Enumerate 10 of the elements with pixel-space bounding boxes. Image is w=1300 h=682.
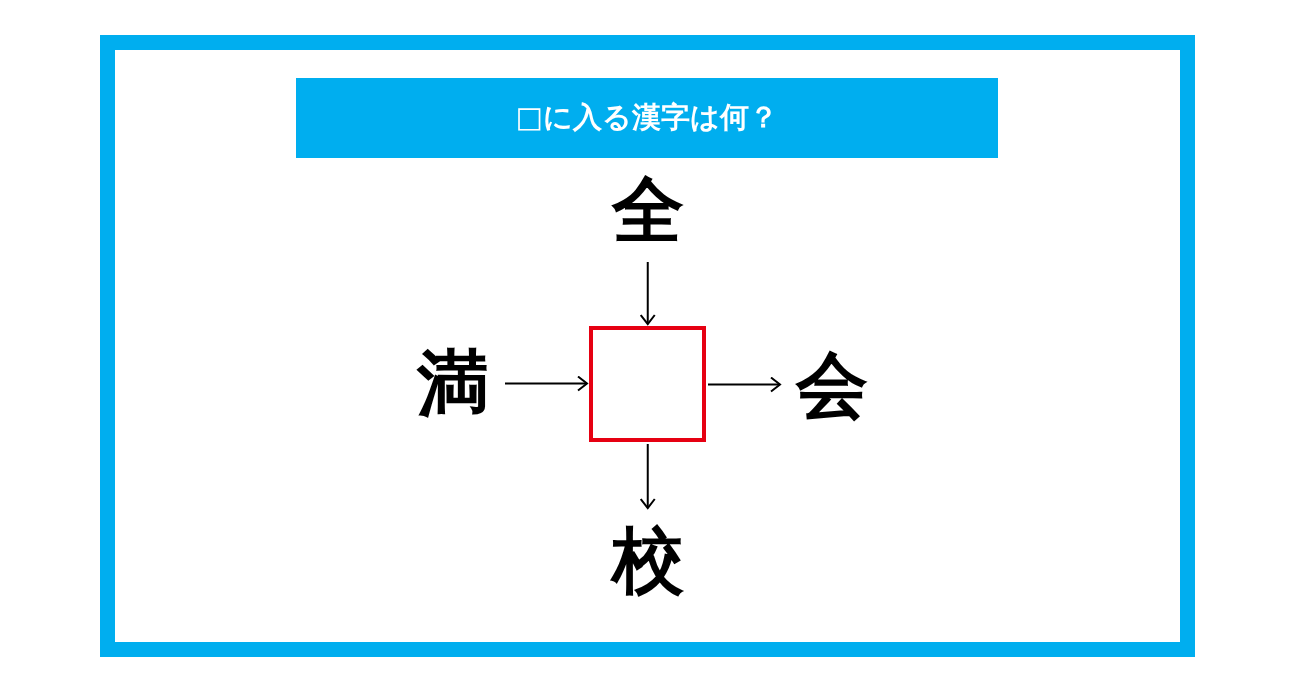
arrow [504,375,588,392]
title-banner: □に入る漢字は何？ [296,78,998,158]
kanji-character: 満 [417,347,489,419]
kanji-character: 校 [612,524,684,596]
kanji-character: 会 [796,349,868,421]
answer-box [589,326,706,442]
kanji-character: 全 [612,174,684,246]
arrow [639,443,656,509]
arrow [707,376,781,393]
arrow [639,261,656,325]
